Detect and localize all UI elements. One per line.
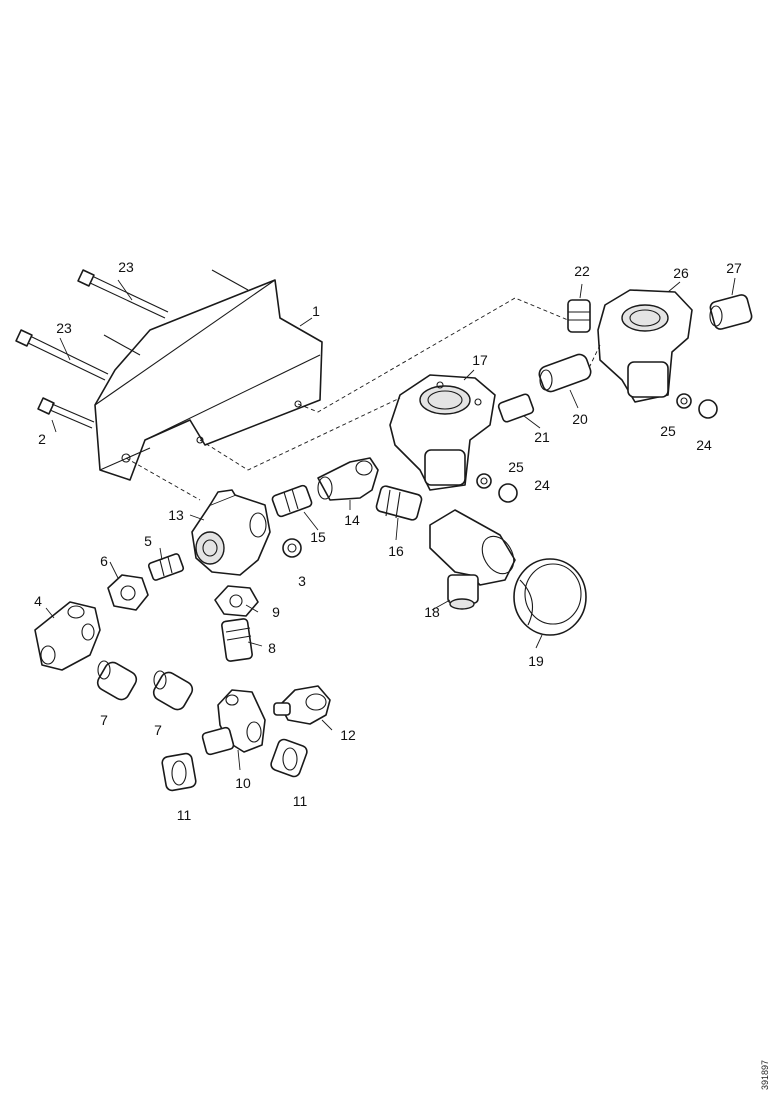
- callout-7-left: 7: [100, 712, 108, 728]
- bolt-23-lower: [15, 329, 109, 381]
- bolt-2: [37, 397, 95, 429]
- valve-4: [34, 601, 101, 671]
- callout-11-left: 11: [177, 807, 192, 823]
- fitting-16: [375, 485, 423, 521]
- callout-19: 19: [528, 653, 544, 669]
- bolt-23-upper: [77, 269, 169, 319]
- nut-25-right: [676, 393, 692, 409]
- cap-24-left: [498, 483, 518, 503]
- callout-23-upper: 23: [118, 259, 134, 275]
- callout-9: 9: [272, 604, 280, 620]
- mounting-bracket: [94, 279, 323, 481]
- callout-8: 8: [268, 640, 276, 656]
- callout-25-right: 25: [660, 423, 676, 439]
- chamber-19: [513, 558, 587, 636]
- callout-12: 12: [340, 727, 356, 743]
- fitting-27: [709, 294, 753, 330]
- callout-2: 2: [38, 431, 46, 447]
- leader-lines: [45, 277, 736, 771]
- valve-body-13: [191, 489, 271, 576]
- callout-5: 5: [144, 533, 152, 549]
- callout-25-left: 25: [508, 459, 524, 475]
- callout-26: 26: [673, 265, 689, 281]
- valve-18: [429, 509, 516, 610]
- fitting-20: [538, 353, 592, 393]
- nut-6: [107, 574, 149, 611]
- fitting-5: [147, 553, 185, 581]
- callout-1: 1: [312, 303, 320, 319]
- callout-17: 17: [472, 352, 488, 368]
- fitting-8: [221, 618, 253, 662]
- callout-16: 16: [388, 543, 404, 559]
- callout-7-right: 7: [154, 722, 162, 738]
- callout-18: 18: [424, 604, 440, 620]
- nut-25-left: [476, 473, 492, 489]
- callout-10: 10: [235, 775, 251, 791]
- valve-12: [273, 685, 331, 725]
- callout-13: 13: [168, 507, 184, 523]
- callout-14: 14: [344, 512, 360, 528]
- callout-6: 6: [100, 553, 108, 569]
- callout-21: 21: [534, 429, 550, 445]
- fitting-15: [271, 484, 313, 518]
- valve-17: [389, 374, 496, 491]
- callout-24-left: 24: [534, 477, 550, 493]
- cap-24-right: [698, 399, 718, 419]
- callout-23-lower: 23: [56, 320, 72, 336]
- fitting-7-left: [96, 660, 138, 701]
- drawing-reference-code: 391897: [760, 1060, 770, 1090]
- callout-20: 20: [572, 411, 588, 427]
- tee-fitting-14: [317, 457, 379, 501]
- valve-26: [597, 289, 693, 403]
- nut-9: [214, 585, 259, 617]
- callout-27: 27: [726, 260, 742, 276]
- fitting-11-right: [270, 738, 308, 778]
- callout-3: 3: [298, 573, 306, 589]
- valve-block-10: [201, 689, 266, 756]
- callout-4: 4: [34, 593, 42, 609]
- fitting-7-right: [152, 670, 194, 711]
- nut-3: [282, 538, 302, 558]
- callout-15: 15: [310, 529, 326, 545]
- callout-labels: 1 2 23 23 17 22 26 27 20 21 25 24 25 24 …: [34, 259, 742, 823]
- routing-lines: [125, 297, 601, 501]
- callout-22: 22: [574, 263, 590, 279]
- fitting-22: [567, 299, 591, 333]
- callout-11-right: 11: [293, 793, 308, 809]
- bracket-studs: [103, 269, 249, 356]
- fitting-21: [497, 393, 535, 423]
- callout-24-right: 24: [696, 437, 712, 453]
- fitting-11-left: [161, 752, 197, 792]
